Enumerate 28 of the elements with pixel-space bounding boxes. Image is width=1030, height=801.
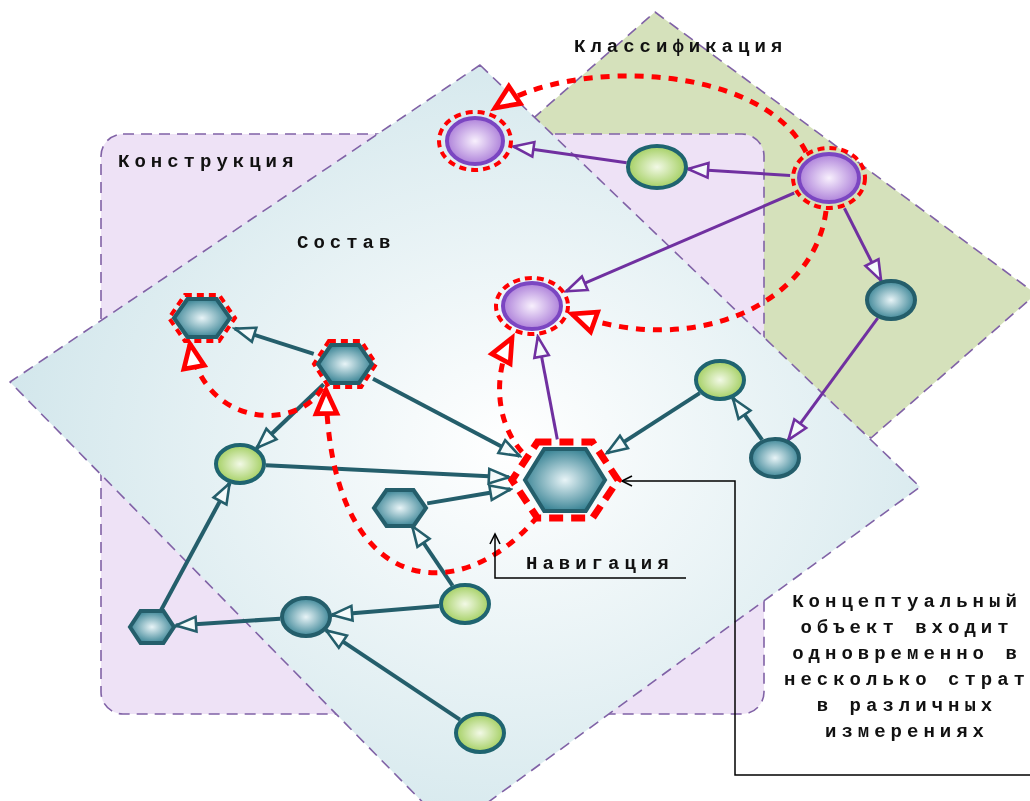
leader-line bbox=[489, 533, 687, 579]
arrow bbox=[255, 382, 326, 450]
arrow bbox=[410, 524, 455, 587]
arrow bbox=[233, 326, 315, 356]
region-title: Состав bbox=[297, 231, 396, 256]
arrow bbox=[731, 396, 764, 441]
arrow bbox=[159, 481, 232, 612]
callout-text: Концептуальный объект входит одновременно в несколько страт в различных измерениях bbox=[783, 590, 1030, 745]
arrow bbox=[372, 377, 521, 458]
leader-line bbox=[621, 475, 1030, 776]
arrow bbox=[265, 463, 511, 485]
dashed-arrow bbox=[183, 341, 325, 418]
arrow bbox=[533, 335, 559, 440]
region-title: Конструкция bbox=[118, 150, 299, 175]
arrow bbox=[324, 628, 461, 722]
callout-label: Навигация bbox=[526, 552, 675, 577]
arrow bbox=[330, 604, 440, 622]
arrow bbox=[426, 484, 512, 506]
arrow bbox=[843, 207, 883, 282]
arrow bbox=[605, 391, 701, 455]
arrow bbox=[512, 140, 627, 165]
dashed-arrow bbox=[492, 73, 809, 154]
dashed-arrow bbox=[569, 210, 829, 333]
arrow bbox=[686, 161, 791, 179]
arrow bbox=[565, 191, 795, 293]
arrow bbox=[787, 317, 879, 442]
dashed-arrow bbox=[490, 335, 524, 454]
arrow bbox=[174, 615, 281, 633]
